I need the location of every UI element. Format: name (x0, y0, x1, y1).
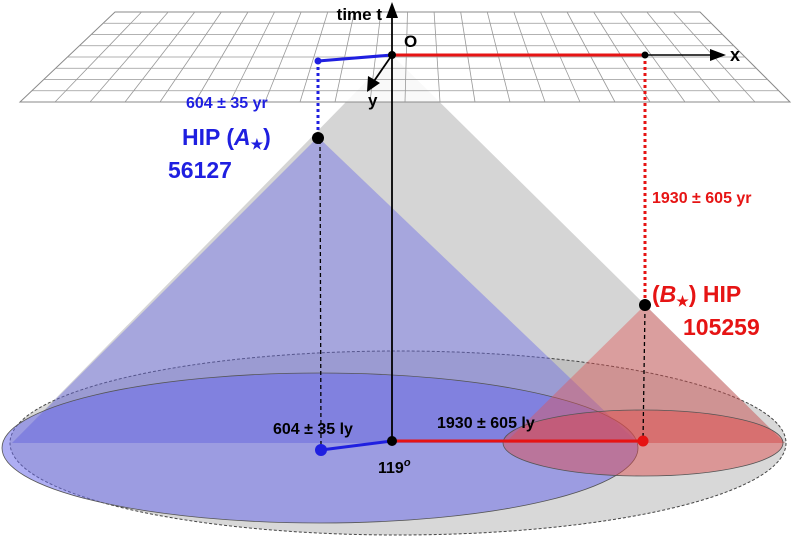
star-a-cone-base-outline (1, 372, 639, 524)
star-b-plane-point (641, 51, 649, 59)
star-a-distance-label: 604 ± 35 ly (273, 421, 353, 438)
grid-line-vertical (124, 11, 196, 103)
star-b-time-label: 1930 ± 605 yr (652, 190, 752, 207)
grid-line-vertical (194, 11, 249, 103)
star-b-name-line2: 105259 (683, 314, 760, 340)
grid-line-vertical (404, 11, 408, 103)
angle-label: 119o (378, 457, 411, 477)
star-a-base-vector (320, 439, 393, 452)
star-b-event-point (639, 299, 651, 311)
star-a-base-point (315, 444, 327, 456)
star-a-time-label: 604 ± 35 yr (186, 95, 268, 112)
star-a-event-point (312, 132, 324, 144)
grid-line-vertical (540, 11, 581, 103)
origin-cone-body (12, 55, 785, 443)
time-axis-arrowhead (386, 2, 398, 18)
grid-line-vertical (646, 11, 721, 103)
star-a-projection-line (319, 139, 322, 449)
grid-line-vertical (229, 11, 275, 103)
star-b-cone-base-outline (502, 409, 784, 477)
grid-line-vertical (334, 11, 355, 103)
grid-line-vertical (566, 11, 616, 103)
base-origin-point (387, 436, 397, 446)
grid-line-vertical (299, 11, 329, 103)
grid-line-vertical (619, 11, 686, 103)
y-axis (371, 54, 393, 85)
star-b-projection-line (642, 306, 646, 442)
grid-line-vertical (486, 11, 511, 103)
x-axis-arrowhead (710, 49, 726, 61)
y-axis-label: y (368, 91, 378, 110)
xy-grid-plane (18, 11, 792, 103)
time-axis-label: time t (337, 5, 383, 24)
grid-line-vertical (433, 11, 441, 103)
grid-line-vertical (89, 11, 169, 103)
grid-line-vertical (159, 11, 222, 103)
star-b-base-point (637, 435, 649, 447)
origin-point (388, 51, 396, 59)
x-axis-label: x (730, 45, 740, 65)
origin-label: O (404, 32, 417, 51)
star-a-plane-vector (317, 53, 393, 63)
star-a-name-line1: HIP (A★) (182, 124, 271, 152)
grid-line-vertical (460, 11, 476, 103)
star-a-cone-body (12, 137, 638, 443)
star-b-cone-body (505, 305, 785, 443)
grid-line-vertical (513, 11, 546, 103)
star-b-distance-label: 1930 ± 605 ly (437, 415, 535, 432)
star-a-name-line2: 56127 (168, 157, 232, 183)
grid-line-vertical (54, 11, 142, 103)
grid-line-vertical (264, 11, 302, 103)
grid-line-vertical (593, 11, 651, 103)
y-axis-arrowhead (367, 76, 380, 92)
star-b-name-line1: (B★) HIP (652, 281, 741, 309)
star-a-plane-point (314, 57, 322, 65)
